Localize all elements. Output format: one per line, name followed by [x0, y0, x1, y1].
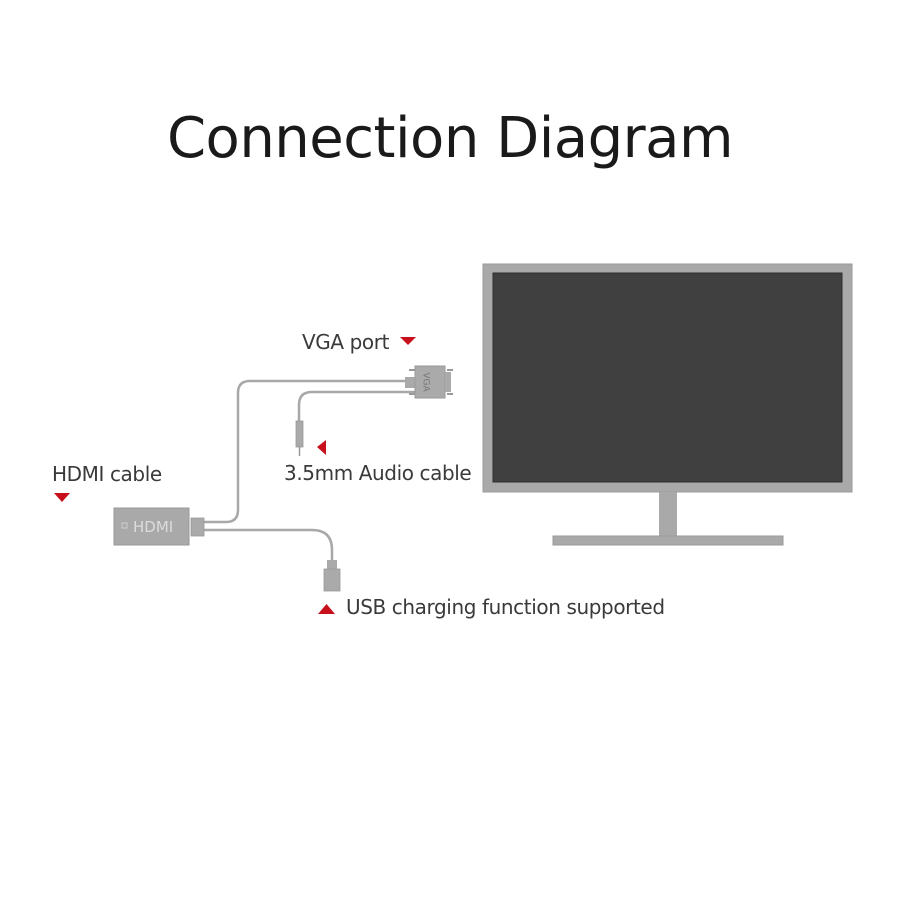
vga-port-marker-icon [400, 337, 416, 345]
monitor-neck [659, 492, 677, 538]
usb-marker-icon [318, 604, 335, 614]
cables [204, 379, 415, 562]
audio-cable-marker-icon [317, 440, 326, 455]
hdmi-cable-marker-icon [54, 493, 70, 502]
hdmi-adapter-text: HDMI [133, 518, 173, 536]
page-title: Connection Diagram [166, 106, 734, 171]
audio-cable-label: 3.5mm Audio cable [284, 461, 472, 485]
usb-cable [204, 528, 334, 562]
usb-label: USB charging function supported [346, 595, 665, 619]
hdmi-adapter: HDMI [113, 507, 205, 546]
monitor-base [552, 535, 784, 546]
vga-port-label: VGA port [302, 330, 390, 354]
audio-jack [295, 420, 304, 456]
audio-cable [297, 390, 415, 422]
hdmi-cable-label: HDMI cable [52, 462, 162, 486]
monitor-screen [492, 272, 843, 483]
usb-plug [323, 560, 341, 592]
monitor [482, 263, 853, 546]
main-cable [204, 379, 405, 524]
vga-connector: VGA [405, 365, 453, 399]
vga-connector-text: VGA [421, 372, 431, 392]
